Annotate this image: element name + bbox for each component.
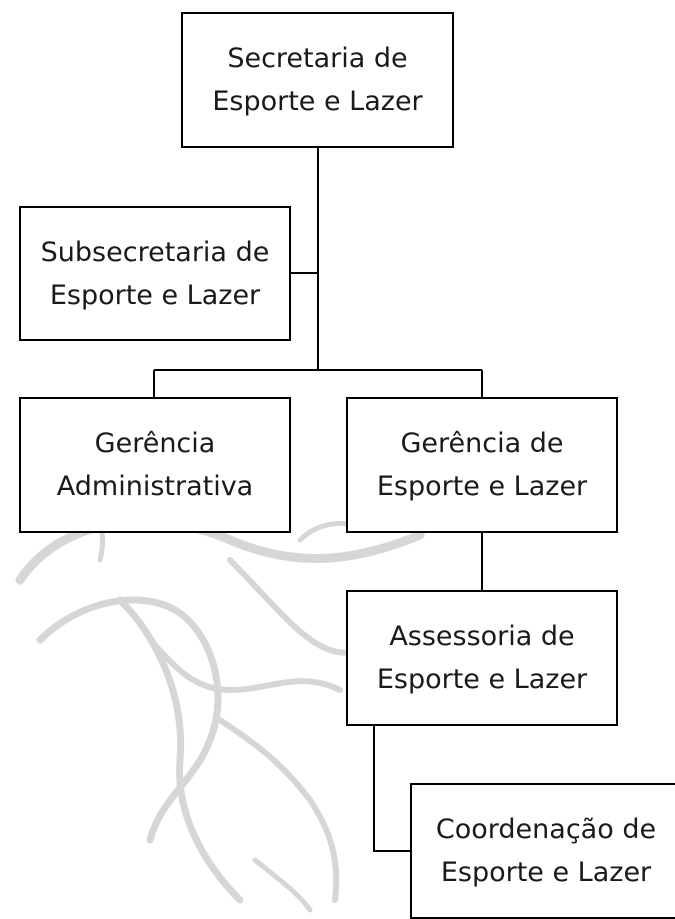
box-label-line1: Gerência	[94, 428, 216, 459]
box-assessoria-esporte-lazer: Assessoria de Esporte e Lazer	[346, 590, 618, 726]
box-label-line2: Esporte e Lazer	[212, 86, 423, 117]
box-label-line2: Esporte e Lazer	[49, 279, 261, 311]
box-subsecretaria-esporte-lazer: Subsecretaria de Esporte e Lazer	[19, 206, 291, 341]
watermark-stroke	[147, 637, 343, 693]
box-secretaria-esporte-lazer: Secretaria de Esporte e Lazer	[181, 12, 454, 148]
box-label-line2: Administrativa	[56, 471, 254, 502]
watermark-stroke	[252, 857, 313, 913]
box-label-line1: Gerência de	[400, 428, 564, 459]
box-label-line1: Subsecretaria de	[40, 236, 270, 268]
watermark-stroke	[217, 717, 340, 903]
box-label-line2: Esporte e Lazer	[376, 471, 588, 502]
watermark-stroke	[15, 516, 425, 585]
box-gerencia-esporte-lazer: Gerência de Esporte e Lazer	[346, 397, 618, 533]
box-gerencia-administrativa: Gerência Administrativa	[19, 397, 291, 533]
box-label-line1: Assessoria de	[389, 621, 575, 652]
box-label-line2: Esporte e Lazer	[440, 857, 652, 888]
box-label-line2: Esporte e Lazer	[376, 664, 588, 695]
connector-coordenacao	[373, 726, 410, 852]
box-label-line1: Secretaria de	[227, 43, 408, 74]
box-coordenacao-esporte-lazer: Coordenação de Esporte e Lazer	[410, 783, 675, 919]
box-label-line1: Coordenação de	[435, 814, 657, 845]
